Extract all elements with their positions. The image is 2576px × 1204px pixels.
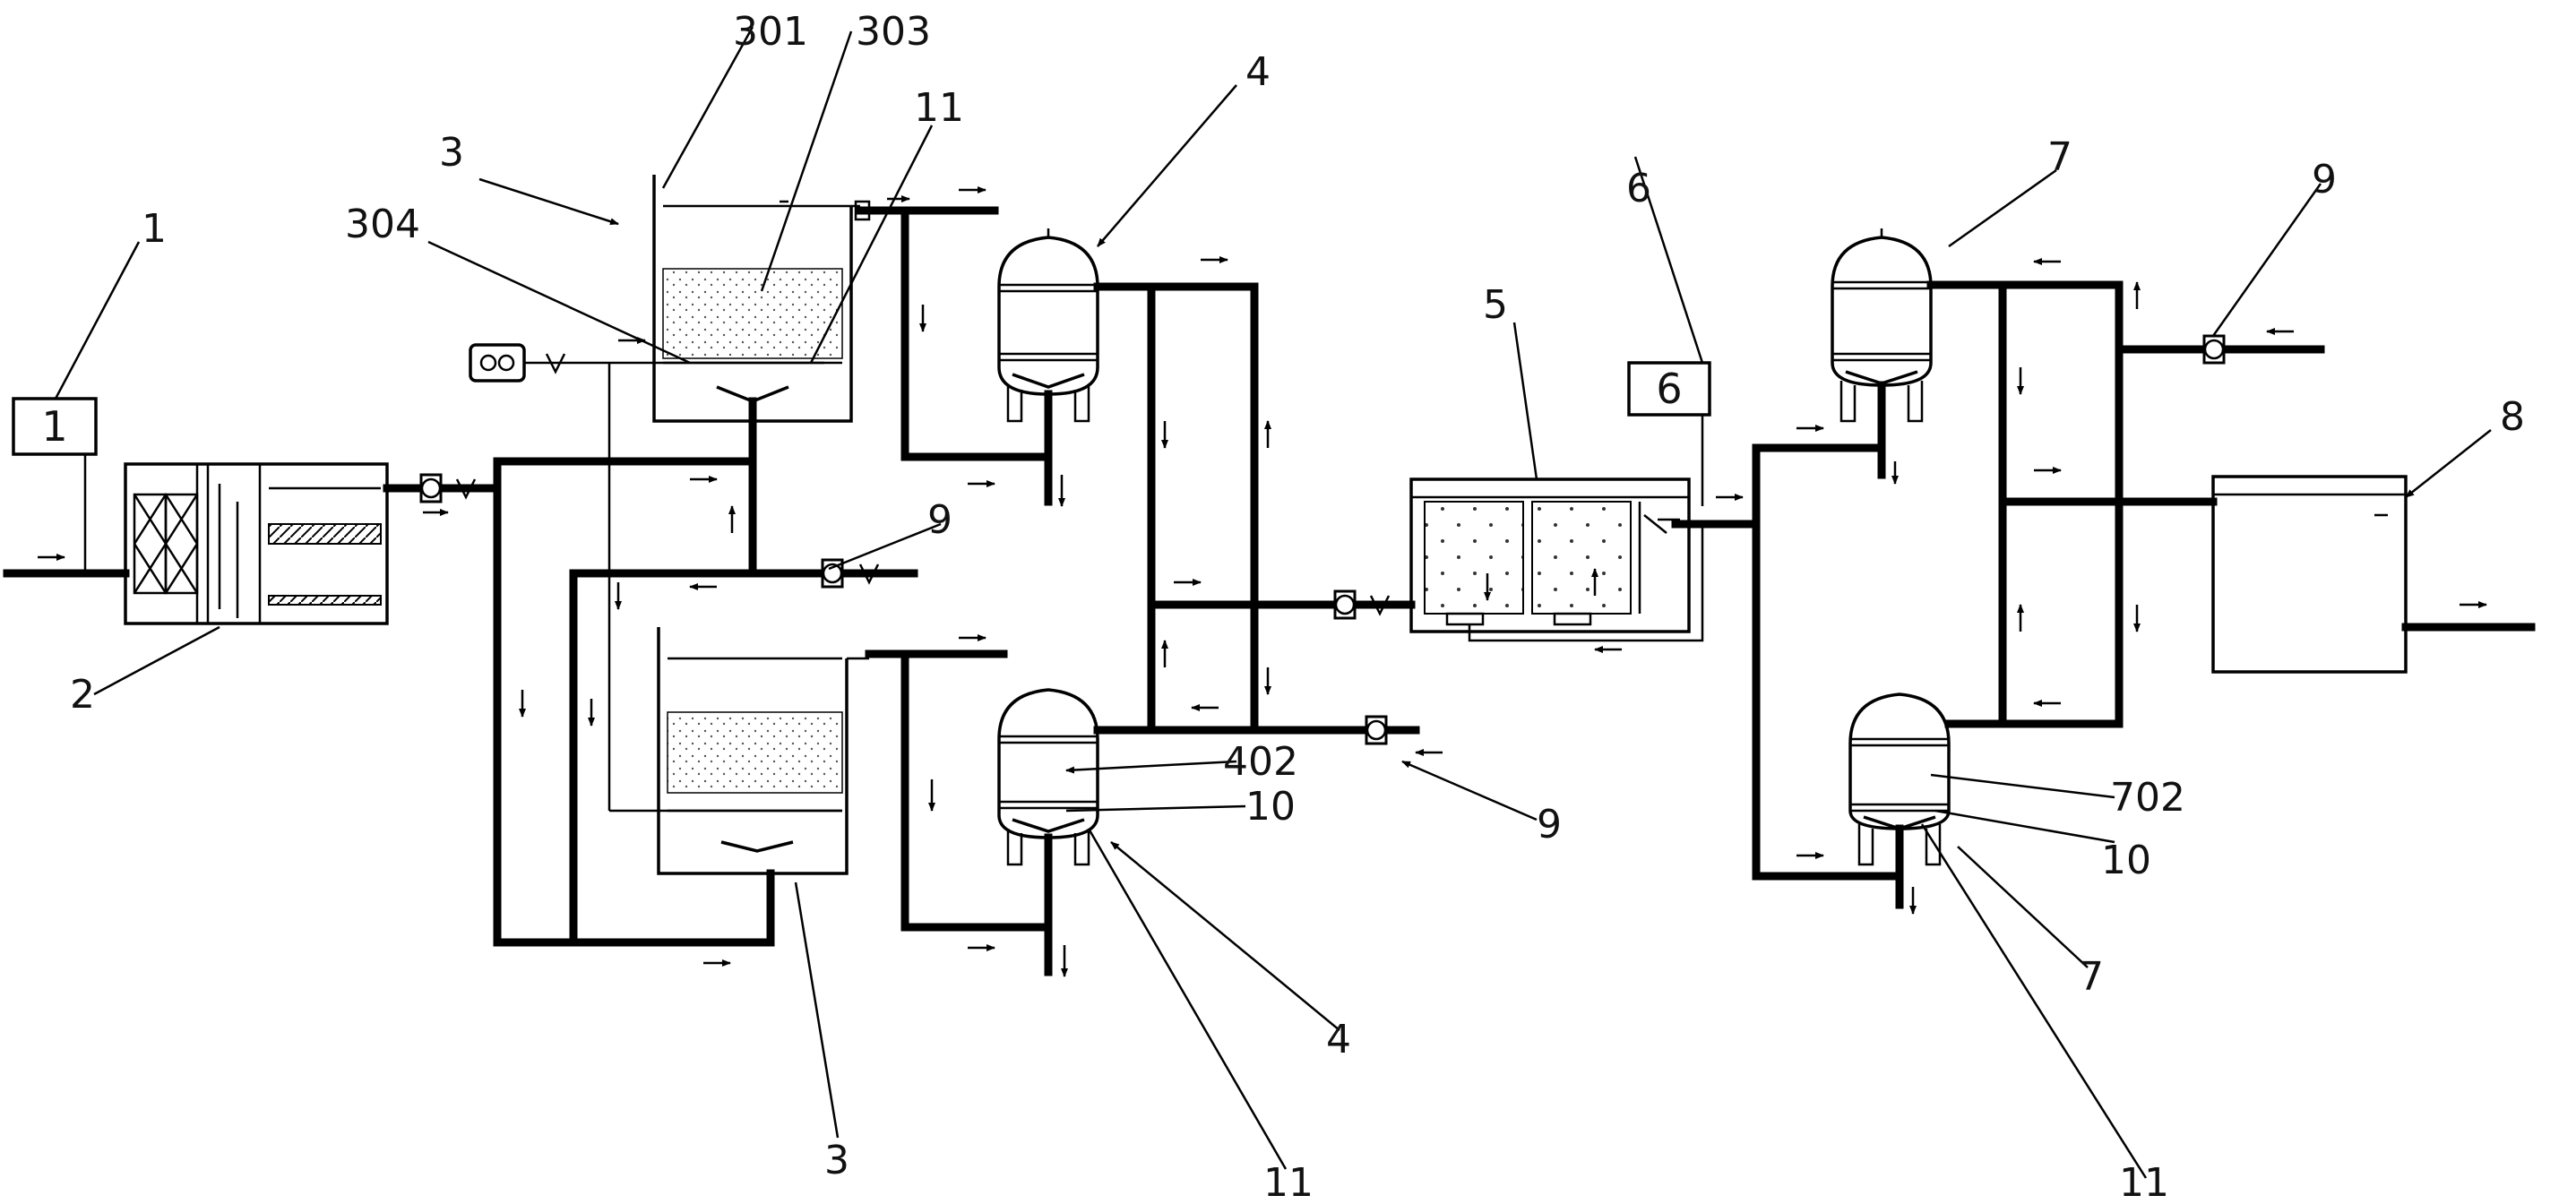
label-303: 303 [856, 9, 931, 55]
component-1-box: 1 [12, 397, 98, 573]
box-1-label: 1 [41, 402, 67, 451]
label-8: 8 [2500, 394, 2525, 440]
label-9-right: 9 [2312, 157, 2337, 202]
tank-8-clean-water [2211, 475, 2536, 674]
feed-pipe-upper [493, 397, 757, 466]
label-402: 402 [1223, 739, 1298, 785]
label-10-middle: 10 [1245, 784, 1296, 830]
pump-9-lower [1313, 715, 1443, 756]
label-304: 304 [345, 202, 420, 247]
label-11-upper: 11 [914, 85, 964, 131]
label-4-lower: 4 [1326, 1017, 1351, 1062]
leader-lines [54, 26, 2492, 1179]
tank-7-lower [1848, 692, 1951, 866]
label-9-upper: 9 [927, 497, 952, 543]
component-2-pretreatment-tank [124, 462, 389, 625]
label-1: 1 [142, 206, 167, 252]
number-labels: 1 2 3 3 301 303 304 11 11 11 4 4 402 10 … [70, 9, 2525, 1204]
label-702: 702 [2110, 775, 2185, 821]
box-6-label: 6 [1656, 365, 1682, 413]
pump-to-reactor [1250, 589, 1416, 620]
label-4-upper: 4 [1245, 49, 1271, 95]
label-11-right: 11 [2119, 1160, 2169, 1204]
label-6: 6 [1626, 166, 1651, 211]
label-11-middle: 11 [1263, 1160, 1314, 1204]
tank-4-lower [997, 688, 1099, 866]
label-3-upper: 3 [439, 130, 464, 176]
label-7-upper: 7 [2047, 134, 2072, 180]
label-10-right: 10 [2101, 838, 2151, 883]
label-2: 2 [70, 672, 95, 718]
reactor-5 [1409, 477, 1704, 653]
component-6-box: 6 [1627, 361, 1744, 506]
label-3-lower: 3 [824, 1138, 849, 1183]
pump-after-pretreatment [383, 473, 502, 516]
label-7-lower: 7 [2079, 954, 2104, 1000]
label-301: 301 [733, 9, 808, 55]
backwash-return-pipe [569, 569, 757, 947]
label-9-lower: 9 [1537, 802, 1562, 847]
label-5: 5 [1483, 282, 1508, 328]
pump-9-right [2115, 328, 2325, 365]
filter-3-upper [652, 175, 871, 423]
feed-pipe-lower [493, 484, 775, 947]
filter-3-lower [657, 627, 869, 875]
